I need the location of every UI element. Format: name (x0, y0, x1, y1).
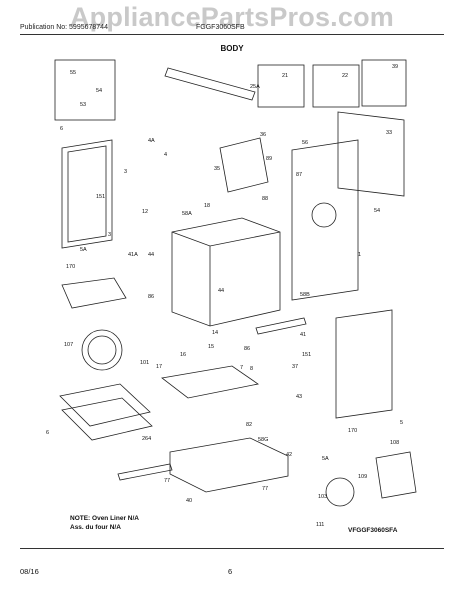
footer-rule (20, 548, 444, 549)
part-label: 41 (300, 332, 306, 338)
part-label: 3 (108, 232, 111, 238)
oven-rack-part (59, 383, 151, 427)
part-label: 40 (186, 498, 192, 504)
part-label: 151 (96, 194, 105, 200)
part-label: 8 (250, 366, 253, 372)
part-label: 21 (282, 73, 288, 79)
part-label: 101 (140, 360, 149, 366)
trim-strip-part (255, 317, 307, 335)
part-label: 103 (318, 494, 327, 500)
part-label: 58B (300, 292, 310, 298)
note-block: NOTE: Oven Liner N/A Ass. du four N/A (70, 514, 139, 532)
part-label: 5A (322, 456, 329, 462)
part-label: 86 (148, 294, 154, 300)
part-label: 33 (386, 130, 392, 136)
part-label: 17 (156, 364, 162, 370)
part-label: 88 (262, 196, 268, 202)
parts-box-21 (257, 64, 305, 108)
part-label: 6 (46, 430, 49, 436)
part-label: 54 (374, 208, 380, 214)
part-label: 44 (218, 288, 224, 294)
part-label: 25A (250, 84, 260, 90)
part-label: 170 (348, 428, 357, 434)
oven-cavity-edge (171, 231, 281, 247)
part-label: 151 (302, 352, 311, 358)
site-watermark: AppliancePartsPros.com (69, 2, 394, 32)
part-label: 37 (292, 364, 298, 370)
part-label: 53 (80, 102, 86, 108)
part-label: 108 (390, 440, 399, 446)
top-bracket-part (164, 67, 256, 101)
fan-inner (87, 335, 117, 365)
part-label: 12 (142, 209, 148, 215)
part-label: 6 (60, 126, 63, 132)
part-label: 41A (128, 252, 138, 258)
part-label: 5 (400, 420, 403, 426)
part-label: 4 (164, 152, 167, 158)
part-label: 54 (96, 88, 102, 94)
part-label: 58A (182, 211, 192, 217)
part-label: 4A (148, 138, 155, 144)
part-label: 35 (214, 166, 220, 172)
part-label: 111 (316, 522, 324, 528)
parts-box-22 (312, 64, 360, 108)
part-label: 44 (148, 252, 154, 258)
part-callouts: 55 54 53 4A 4 3 151 36 21 25A 22 39 33 5… (46, 64, 403, 528)
part-label: 87 (296, 172, 302, 178)
parts-box-55 (54, 59, 116, 121)
part-label: 22 (342, 73, 348, 79)
part-label: 42 (286, 452, 292, 458)
part-label: 16 (180, 352, 186, 358)
part-label: 18 (204, 203, 210, 209)
footer-date: 08/16 (20, 567, 39, 576)
note-line-2: Ass. du four N/A (70, 524, 121, 531)
oven-rack-part-2 (61, 397, 153, 441)
part-label: 1 (358, 252, 361, 258)
kick-panel-part (117, 463, 173, 481)
broiler-burner-part (61, 277, 127, 309)
part-label: 14 (212, 330, 218, 336)
part-label: 5A (80, 247, 87, 253)
part-label: 77 (262, 486, 268, 492)
fan-part (81, 329, 123, 371)
part-label: 39 (392, 64, 398, 70)
motor-part (375, 451, 417, 499)
part-label: 77 (164, 478, 170, 484)
footer-page: 6 (228, 567, 233, 576)
header-rule (20, 34, 444, 35)
oven-bottom-part (161, 365, 260, 399)
part-label: 109 (358, 474, 367, 480)
oven-door-part (335, 309, 393, 419)
part-label: 36 (260, 132, 266, 138)
parts-box-39 (361, 59, 407, 107)
section-title: BODY (220, 44, 244, 53)
part-label: 264 (142, 436, 151, 442)
part-label: 15 (208, 344, 214, 350)
insulation-part (219, 137, 269, 193)
oven-cavity-part (171, 217, 281, 327)
back-panel-hole (311, 202, 337, 228)
part-label: 58G (258, 437, 268, 443)
publication-number: Publication No: 5995678744 (20, 24, 108, 31)
note-line-1: NOTE: Oven Liner N/A (70, 515, 139, 522)
side-panel-left-part (61, 139, 113, 249)
side-panel-left-inner (67, 145, 107, 243)
part-label: 56 (302, 140, 308, 146)
part-label: 89 (266, 156, 272, 162)
back-panel-part (291, 139, 359, 301)
part-label: 86 (244, 346, 250, 352)
diagram-code: VFGGF3060SFA (348, 527, 398, 534)
part-label: 7 (240, 365, 243, 371)
part-label: 3 (124, 169, 127, 175)
side-panel-right-part (337, 111, 405, 197)
part-label: 107 (64, 342, 73, 348)
fan-blade-part (325, 477, 355, 507)
model-number: FGGF3060SFB (196, 24, 245, 31)
part-label: 55 (70, 70, 76, 76)
part-label: 43 (296, 394, 302, 400)
part-label: 170 (66, 264, 75, 270)
drawer-part (169, 437, 289, 493)
part-label: 82 (246, 422, 252, 428)
